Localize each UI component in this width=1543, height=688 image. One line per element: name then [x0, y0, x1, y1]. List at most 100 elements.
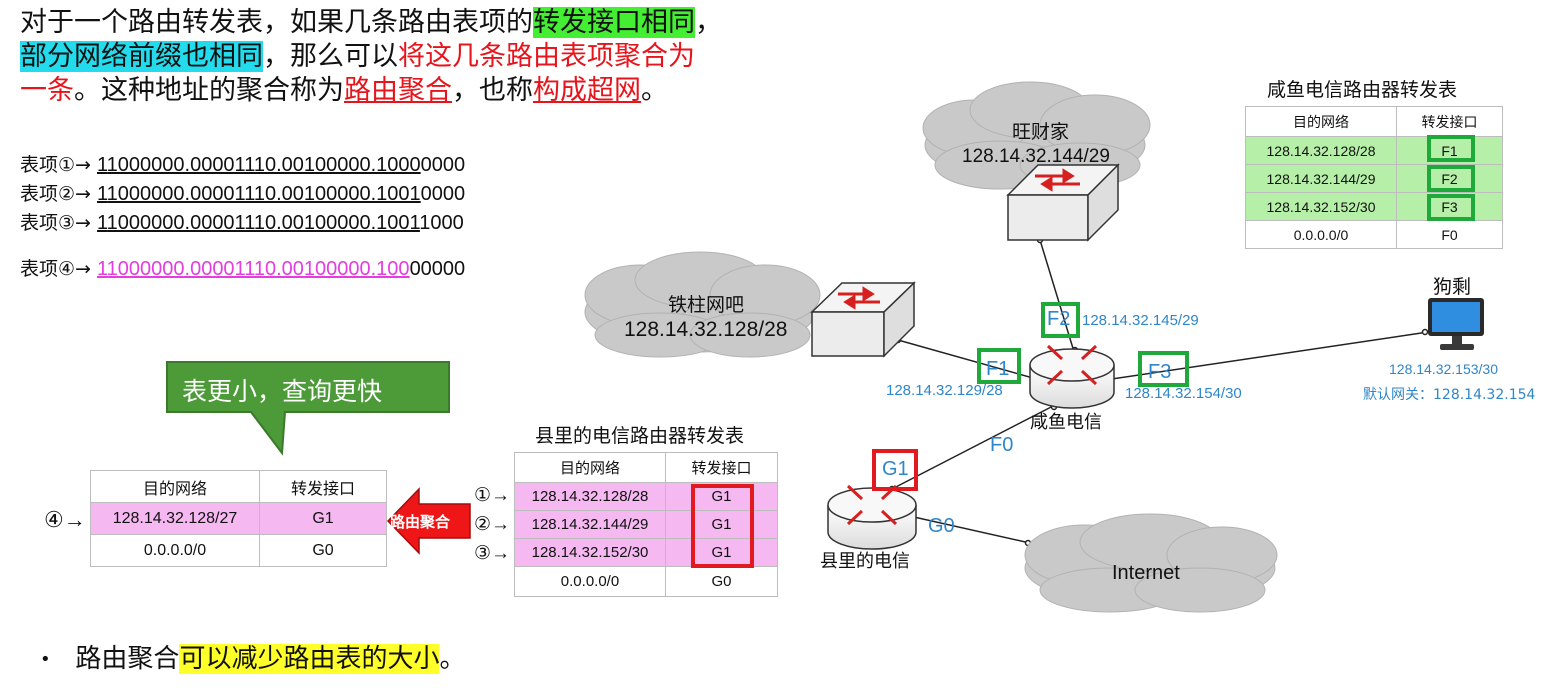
callout-text: 表更小，查询更快 — [182, 377, 383, 406]
intro-text: ， — [695, 7, 722, 38]
aggregated-table: 目的网络 转发接口 128.14.32.128/27 G1 0.0.0.0/0 … — [90, 470, 387, 567]
term-supernet: 构成超网 — [533, 75, 641, 106]
interface-g1-label: G1 — [882, 458, 909, 480]
entry-4: 表项④→ 11000000.00001110.00100000.10000000 — [20, 254, 465, 281]
callout-bubble — [166, 361, 450, 456]
interface-f1-ip: 128.14.32.129/28 — [886, 382, 1003, 399]
interface-g0-label: G0 — [928, 515, 955, 537]
entry-rest: 00000 — [409, 258, 466, 280]
goushen-name: 狗剩 — [1433, 276, 1472, 298]
f3-interface-box — [1138, 351, 1189, 387]
wangcaijia-name: 旺财家 — [1012, 121, 1070, 143]
g1-interface-box — [872, 449, 918, 491]
cell-iface: G1 — [665, 510, 778, 539]
computer-goushen-icon — [1428, 298, 1484, 350]
xianyu-table-title: 咸鱼电信路由器转发表 — [1267, 79, 1458, 101]
cell-dest: 128.14.32.144/29 — [514, 510, 666, 539]
entry-digits: 1000000.00001110.00100000.100 — [107, 258, 410, 280]
entry-1: 表项①→ 11000000.00001110.00100000.10000000 — [20, 150, 465, 177]
entry-prefix: 11000000.00001110.00100000.1001 — [97, 183, 421, 205]
marker: ② — [474, 514, 492, 535]
row-marker-2: ②→ — [474, 514, 511, 535]
entry-digit: 1 — [97, 154, 108, 176]
entry-prefix: 11000000.00001110.00100000.1000 — [97, 154, 421, 176]
xianyu-router-label: 咸鱼电信 — [1030, 412, 1102, 433]
cell-iface: G0 — [259, 534, 387, 567]
f3-highlight-box — [1427, 194, 1475, 221]
internet-label: Internet — [1112, 562, 1180, 584]
cell-dest: 128.14.32.128/28 — [1245, 136, 1397, 165]
county-table-title: 县里的电信路由器转发表 — [535, 425, 745, 447]
aggregation-arrow-label: 路由聚合 — [390, 513, 451, 531]
entry-label: 表项①→ — [20, 154, 97, 176]
entry-label: 表项③→ — [20, 212, 97, 234]
f1-highlight-box — [1427, 135, 1475, 162]
entry-label: 表项④→ — [20, 258, 97, 280]
aggregation-arrow — [386, 487, 471, 555]
wangcaijia-net: 128.14.32.144/29 — [962, 146, 1110, 167]
cell-iface: G1 — [665, 538, 778, 567]
intro-red-text: 将这几条路由表项聚合为 — [398, 41, 695, 72]
entry-prefix-aggregated: 11000000.00001110.00100000.100 — [97, 258, 410, 280]
intro-text: 。 — [641, 75, 668, 106]
row-marker-4: ④→ — [44, 507, 86, 532]
goushen-gateway: 默认网关：128.14.32.154 — [1363, 387, 1536, 403]
interface-f2-label: F2 — [1047, 308, 1071, 330]
intro-highlight-same-interface: 转发接口相同 — [533, 7, 695, 38]
f1-interface-box — [977, 348, 1021, 384]
cloud-internet — [1024, 513, 1278, 613]
interface-f3-ip: 128.14.32.154/30 — [1125, 385, 1242, 402]
entry-3: 表项③→ 11000000.00001110.00100000.10011000 — [20, 208, 464, 235]
term-route-aggregation: 路由聚合 — [344, 75, 452, 106]
g1-highlight-box — [691, 484, 754, 568]
f2-interface-box — [1041, 302, 1080, 338]
entry-digit: 1 — [97, 212, 108, 234]
cell-dest: 0.0.0.0/0 — [90, 534, 260, 567]
header-interface: 转发接口 — [259, 470, 387, 503]
header-dest-network: 目的网络 — [514, 452, 666, 483]
bullet-dot: • — [40, 649, 51, 670]
table-row: 0.0.0.0/0 G0 — [90, 534, 387, 567]
cell-dest: 0.0.0.0/0 — [514, 566, 666, 597]
entry-digits: 1000000.00001110.00100000.1001 — [107, 212, 420, 234]
cell-dest: 128.14.32.144/29 — [1245, 164, 1397, 193]
bullet-text: 路由聚合 — [75, 644, 180, 674]
cell-iface: F0 — [1396, 220, 1503, 249]
cloud-tiezhu — [584, 251, 821, 358]
goushen-ip: 128.14.32.153/30 — [1389, 361, 1498, 377]
entry-prefix: 11000000.00001110.00100000.1001 — [97, 212, 420, 234]
cloud-wangcaijia — [922, 81, 1151, 190]
router-xianyu-icon — [1029, 344, 1115, 409]
entry-digits: 1000000.00001110.00100000.1001 — [107, 183, 421, 205]
intro-text: 对于一个路由转发表，如果几条路由表项的 — [20, 7, 533, 38]
entry-rest: 0000 — [420, 183, 466, 205]
interface-f2-ip: 128.14.32.145/29 — [1082, 312, 1199, 329]
marker: ① — [474, 485, 492, 506]
row-marker-3: ③→ — [474, 543, 511, 564]
interface-f0-label: F0 — [990, 434, 1014, 456]
county-router-label: 县里的电信 — [820, 551, 910, 572]
bullet-point: • 路由聚合可以减少路由表的大小。 — [40, 638, 465, 675]
intro-text: ，也称 — [452, 75, 533, 106]
entry-rest: 1000 — [419, 212, 464, 234]
bullet-highlight: 可以减少路由表的大小 — [179, 644, 440, 674]
tiezhu-name: 铁柱网吧 — [668, 294, 745, 316]
switch-wangcaijia-icon — [1006, 163, 1120, 242]
router-county-icon — [827, 484, 917, 550]
entry-digit: 1 — [97, 183, 108, 205]
header-interface: 转发接口 — [665, 452, 778, 483]
intro-text: 。这种地址的聚合称为 — [74, 75, 344, 106]
tiezhu-net: 128.14.32.128/28 — [624, 318, 788, 341]
f2-highlight-box — [1427, 165, 1475, 192]
intro-red-text: 一条 — [20, 75, 74, 106]
entry-digits: 1000000.00001110.00100000.1000 — [107, 154, 421, 176]
intro-highlight-same-prefix: 部分网络前缀也相同 — [20, 41, 263, 72]
marker: ③ — [474, 543, 492, 564]
entry-label: 表项②→ — [20, 183, 97, 205]
entry-digit: 1 — [97, 258, 108, 280]
